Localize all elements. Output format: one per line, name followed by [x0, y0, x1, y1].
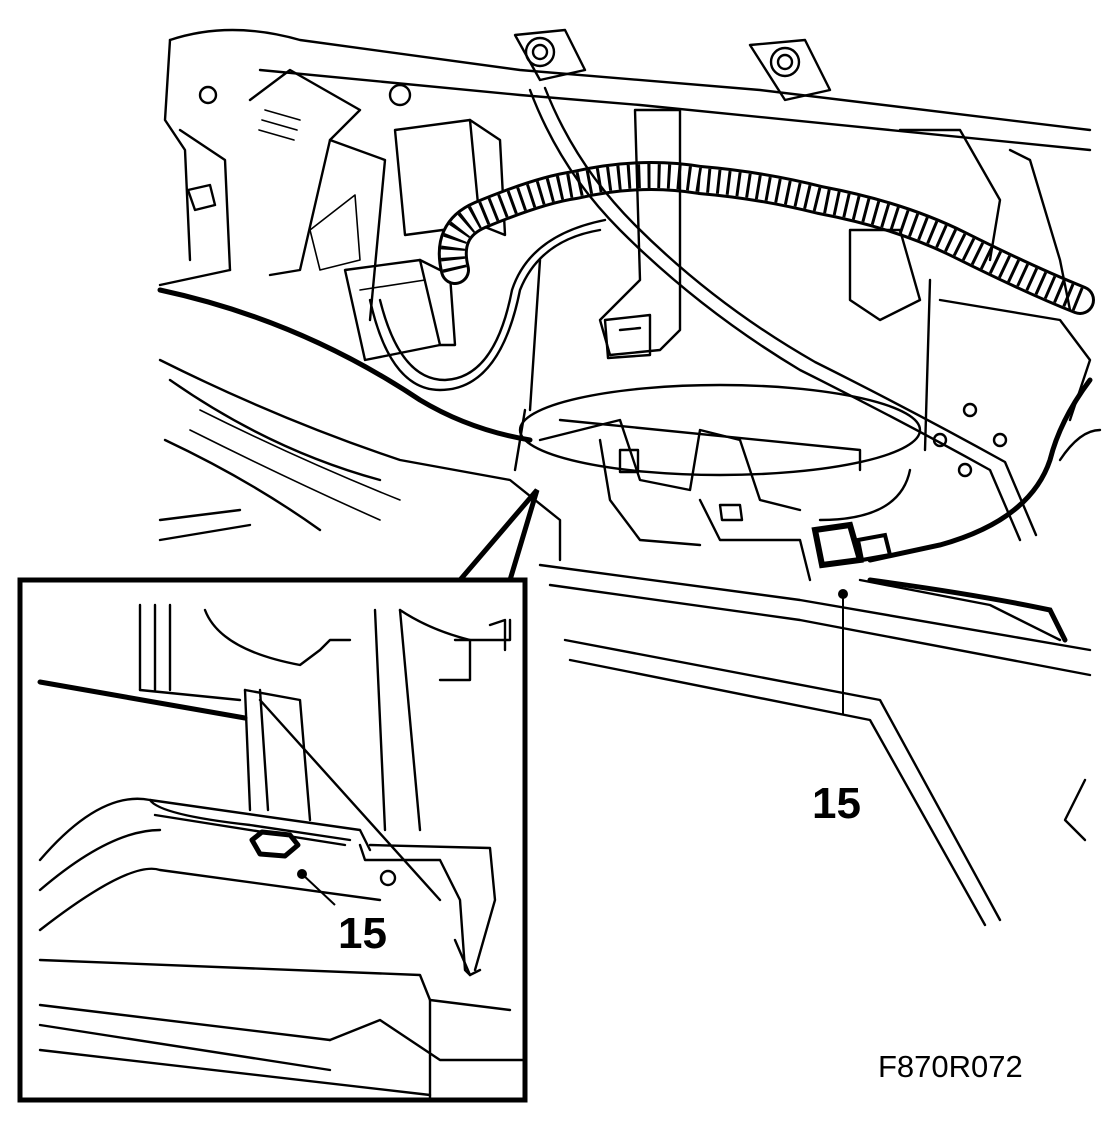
left-bracket	[248, 68, 412, 322]
vertical-bracket	[598, 108, 682, 360]
relay-box-lower	[343, 258, 457, 362]
leader-line-detail	[301, 873, 336, 906]
leader-dot-main	[838, 589, 848, 599]
mounting-bolt-left	[513, 28, 587, 82]
callout-label-main: 15	[812, 779, 861, 828]
inset-drawing	[37, 603, 527, 1102]
figure-id: F870R072	[878, 1049, 1023, 1084]
highlighted-connector	[811, 521, 893, 569]
mounting-bolt-right	[748, 38, 832, 102]
main-view	[157, 28, 1102, 927]
leader-dot-detail	[297, 869, 307, 879]
detail-inset	[17, 488, 540, 1103]
cable-routing	[157, 86, 1038, 542]
inset-pointer	[458, 488, 540, 582]
retaining-clip-assembly	[538, 418, 812, 582]
right-components	[848, 128, 1102, 563]
cylindrical-housing	[513, 258, 932, 522]
lower-floor-panel	[158, 358, 1092, 927]
inset-frame	[17, 577, 528, 1103]
callout-label-detail: 15	[338, 909, 387, 958]
corrugated-wiring-harness	[437, 161, 1095, 315]
